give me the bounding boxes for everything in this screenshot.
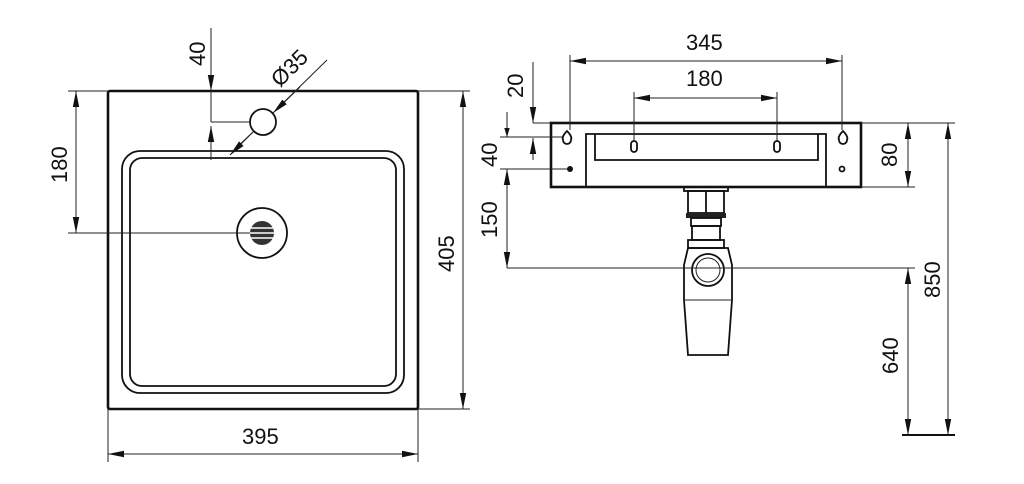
dimension-bracket-height: 80 xyxy=(861,122,955,188)
dimension-inner-hole-spacing: 180 xyxy=(633,66,778,141)
slot-left xyxy=(630,140,638,153)
label-siphon-height: 640 xyxy=(878,337,903,374)
bracket-frame xyxy=(585,133,827,187)
label-depth: 405 xyxy=(434,235,459,272)
slot-right xyxy=(773,140,781,153)
dimension-tap-offset: 40 xyxy=(185,28,250,160)
dimension-hole-top-offset: 20 xyxy=(503,62,551,160)
dimension-siphon-height: 640 xyxy=(878,268,955,436)
label-width: 395 xyxy=(242,424,279,449)
label-siphon-drop: 150 xyxy=(477,201,502,238)
dimension-tap-diameter: Ø35 xyxy=(229,44,328,156)
dimension-depth: 405 xyxy=(418,90,470,410)
label-drain-offset: 180 xyxy=(47,146,72,183)
label-tap-offset: 40 xyxy=(185,42,210,66)
keyhole-left-icon xyxy=(561,129,573,145)
sink-outline xyxy=(106,89,420,411)
basin-inner-edge xyxy=(129,157,397,387)
label-inner-hole-spacing: 180 xyxy=(686,66,723,91)
dimension-width: 395 xyxy=(107,409,419,462)
tap-hole xyxy=(249,108,277,136)
label-tap-diameter: Ø35 xyxy=(266,44,313,91)
label-bracket-height: 80 xyxy=(877,143,902,167)
dimension-total-height: 850 xyxy=(920,123,952,435)
dimension-drain-offset: 180 xyxy=(47,90,250,234)
dimension-outer-hole-spacing: 345 xyxy=(569,30,843,130)
label-hole-vertical-spacing: 40 xyxy=(477,143,502,167)
bracket-channel xyxy=(594,134,819,161)
sink-side-view: 345 180 20 40 150 xyxy=(477,30,955,436)
basin-outer-edge xyxy=(121,150,405,394)
wall-bracket xyxy=(549,121,863,189)
drain-icon xyxy=(236,207,288,259)
dimension-hole-vertical-spacing: 40 xyxy=(477,112,567,268)
screw-hole-left xyxy=(567,166,573,172)
screw-hole-right xyxy=(838,165,846,173)
label-hole-top-offset: 20 xyxy=(503,74,528,98)
label-total-height: 850 xyxy=(920,261,945,298)
sink-top-view: 40 Ø35 180 405 395 xyxy=(47,28,470,462)
dimension-siphon-drop: 150 xyxy=(477,201,915,269)
keyhole-right-icon xyxy=(837,129,849,145)
label-outer-hole-spacing: 345 xyxy=(686,30,723,55)
siphon xyxy=(683,186,733,356)
